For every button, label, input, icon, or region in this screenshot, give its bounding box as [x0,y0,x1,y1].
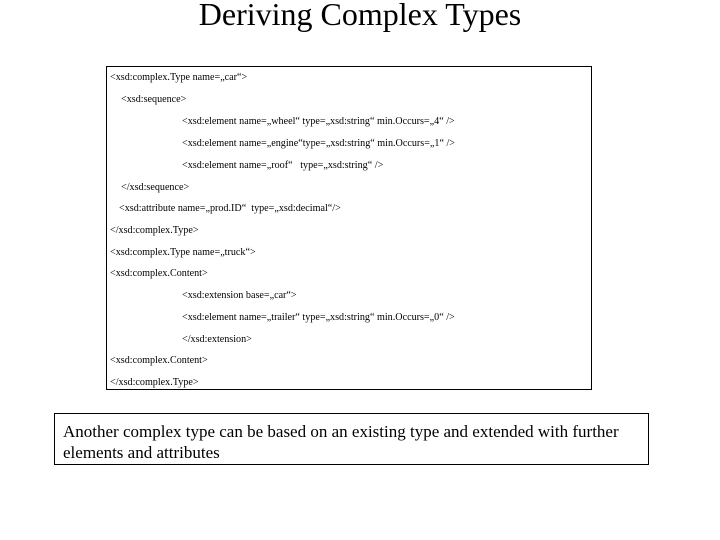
explanation-note-text: Another complex type can be based on an … [63,422,619,462]
code-line-5: <xsd:element name=„roof“ type=„xsd:strin… [182,159,384,171]
code-line-3: <xsd:element name=„wheel“ type=„xsd:stri… [182,115,455,127]
code-listing-box: <xsd:complex.Type name=„car“> <xsd:seque… [106,66,592,390]
code-line-11: <xsd:extension base=„car“> [182,289,297,301]
code-line-10: <xsd:complex.Content> [110,267,208,279]
code-line-9: <xsd:complex.Type name=„truck“> [110,246,256,258]
code-line-15: </xsd:complex.Type> [110,376,199,388]
code-line-4: <xsd:element name=„engine“type=„xsd:stri… [182,137,456,149]
code-line-1: <xsd:complex.Type name=„car“> [110,71,248,83]
code-line-7: <xsd:attribute name=„prod.ID“ type=„xsd:… [119,202,341,214]
slide-title: Deriving Complex Types [198,0,522,32]
code-line-8: </xsd:complex.Type> [110,224,199,236]
code-line-13: </xsd:extension> [182,333,252,345]
code-line-12: <xsd:element name=„trailer“ type=„xsd:st… [182,311,455,323]
code-line-6: </xsd:sequence> [121,181,190,193]
explanation-note-box: Another complex type can be based on an … [54,413,649,465]
code-line-2: <xsd:sequence> [121,93,187,105]
code-line-14: <xsd:complex.Content> [110,354,208,366]
